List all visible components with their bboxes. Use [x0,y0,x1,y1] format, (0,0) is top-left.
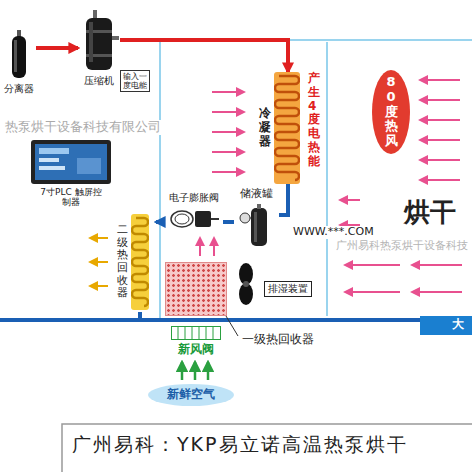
fresh-air-valve: 新风阀 [168,326,223,357]
liquid-receiver: 储液罐 [234,188,279,249]
valve-icon [169,207,219,231]
refrigerant-pipe [279,184,288,215]
refrigerant-pipe [36,46,78,50]
node-label: 输入一度电能 [123,72,148,90]
energy-note: 产生4度电热能 [308,72,320,169]
blue-bar [420,316,472,335]
compressor: 压缩机 [78,10,120,87]
drying-room: 烘干 80度热风 [326,42,472,316]
node-label: 一级热回收器 [242,333,314,347]
node-label: 7寸PLC 触屏控制器 [40,187,102,208]
node-label: 新鲜空气 [167,388,215,402]
watermark: 广州易科热泵烘干设备科技 [336,240,468,253]
separator-symbol [4,30,34,80]
exhaust-box: 排湿装置 [264,281,312,297]
hot-air-ellipse: 80度热风 [372,70,410,154]
plc-controller: 7寸PLC 触屏控制器 [28,140,114,208]
screen-icon [31,140,111,184]
coilO-icon [274,72,300,184]
node-label: 冷凝器 [259,107,271,148]
energy-input-box: 输入一度电能 [120,70,150,92]
room-outline [160,40,472,320]
recovery-coil [131,214,149,310]
node-label: 80度热风 [385,75,398,150]
recovered-heat-arrows [90,238,108,286]
touch-screen-symbol [31,140,111,184]
leader-line [226,316,238,336]
condenser: 冷凝器 [255,72,303,184]
hot-air-arrows [200,80,462,292]
node-label: 电子膨胀阀 [169,192,219,204]
comp-icon [79,10,119,72]
exhaust-fan [239,263,253,305]
node-label: 烘干 [404,198,456,228]
node-label: 分离器 [4,83,34,95]
node-label: 压缩机 [84,75,114,87]
node-label: 二级热回收器 [117,224,128,300]
sep-icon [4,30,34,80]
caption-frame [62,424,472,472]
caption: 广州易科：YKP易立诺高温热泵烘干 [72,432,408,458]
watermark: WWW.***.COM [292,226,375,239]
grid-icon [171,326,221,340]
expansion-valve-symbol [169,207,219,231]
bar-label: 大 [452,318,464,332]
expansion-valve: 电子膨胀阀 [165,192,223,231]
separator: 分离器 [2,30,36,95]
coilY-icon [131,214,149,310]
recv-icon [237,204,277,249]
fresh-air-valve-symbol [171,326,221,340]
refrigerant-pipe [120,40,288,72]
fresh-air-arrows [182,362,208,380]
watermark: 热泵烘干设备科技有限公司 [4,120,162,135]
compressor-symbol [79,10,119,72]
refrigerant-pipe [156,220,165,224]
receiver-symbol [237,204,277,249]
node-label: 排湿装置 [268,283,308,295]
refrigerant-pipe [223,220,234,224]
condenser-coil [274,72,300,184]
primary-heat-recovery: 一级热回收器 [165,262,227,316]
node-label: 新风阀 [178,343,214,357]
node-label: 储液罐 [240,188,273,201]
return-pipe [0,318,420,322]
secondary-heat-recovery: 二级热回收器 [110,214,156,310]
fresh-air-ellipse: 新鲜空气 [148,384,234,406]
